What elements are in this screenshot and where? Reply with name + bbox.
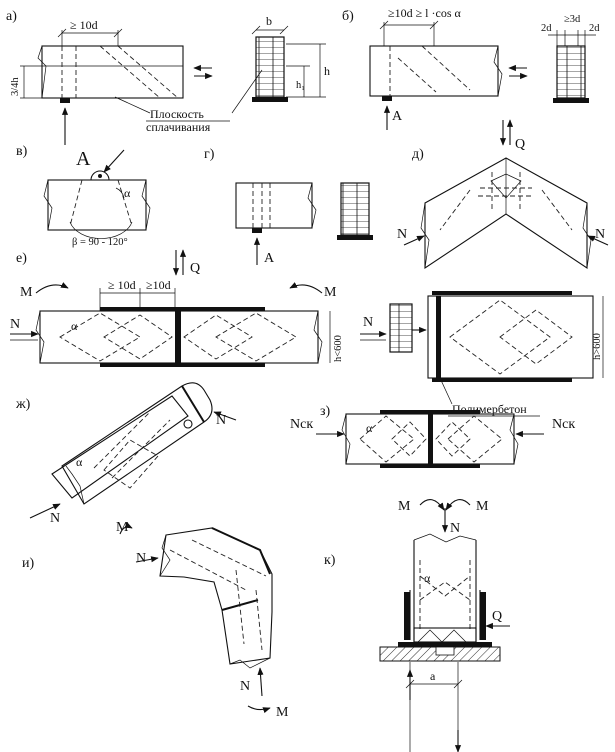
panel-label-v: в) — [16, 144, 28, 159]
alpha-e: α — [71, 319, 78, 333]
N-e-left: N — [10, 317, 20, 332]
M-e-left: M — [20, 285, 33, 300]
panel-v: в) α β = 90 - 120° — [16, 144, 151, 248]
N-d-left: N — [397, 227, 407, 242]
N-e-right: N — [363, 315, 373, 330]
strut-zh — [61, 382, 213, 505]
M-k-left: M — [398, 499, 411, 514]
section-e-small — [389, 303, 413, 353]
panel-d: д) Q N N — [397, 119, 609, 270]
panel-k: к) M M N α Q a — [324, 499, 510, 752]
dim-h-more: h>600 — [592, 333, 603, 360]
Q-k: Q — [492, 609, 502, 624]
panel-z: з) α Nск Nск — [290, 404, 575, 468]
M-i-bottom: M — [276, 705, 289, 720]
dim-h-less: h<600 — [333, 335, 344, 362]
dim-h1: h₁ — [296, 80, 305, 91]
section-b — [556, 45, 586, 99]
beam-b — [369, 45, 499, 97]
column-k — [413, 540, 477, 642]
callout-plane-2: сплачивания — [146, 120, 211, 134]
label-g-support: A — [264, 251, 275, 266]
callout-plane-1: Плоскость — [150, 107, 204, 121]
section-a — [255, 36, 285, 98]
N-i-top: N — [136, 551, 146, 566]
label-a-support: A — [76, 148, 91, 170]
panel-g: г) A — [204, 147, 373, 266]
Q-e: Q — [190, 261, 200, 276]
panel-label-b: б) — [342, 9, 354, 24]
dim-b: b — [266, 14, 272, 28]
label-b-support: A — [392, 109, 403, 124]
dim-10d-e2: ≥10d — [146, 278, 171, 292]
N-d-right: N — [595, 227, 605, 242]
panel-b: б) A ≥10d ≥ l ·cos α 2d ≥3d 2d — [342, 6, 600, 130]
M-i-top: M — [116, 520, 129, 535]
panel-label-a: а) — [6, 9, 17, 24]
alpha-zh: α — [76, 455, 83, 469]
beta-v: β = 90 - 120° — [72, 237, 128, 248]
dim-a-k: a — [430, 669, 436, 683]
dim-lcos: ≥10d ≥ l ·cos α — [388, 6, 461, 20]
panel-a: а) A ≥ 10d 3/4h b — [6, 9, 330, 170]
alpha-z: α — [366, 421, 373, 435]
dim-2d-left: 2d — [541, 23, 552, 34]
beam-a — [41, 45, 184, 99]
beam-v — [47, 179, 147, 231]
panel-label-g: г) — [204, 147, 215, 162]
N-z-left: Nск — [290, 417, 313, 432]
M-k-right: M — [476, 499, 489, 514]
N-k: N — [450, 521, 460, 536]
N-zh-top: N — [216, 413, 226, 428]
beam-g — [235, 182, 313, 229]
dim-34h: 3/4h — [10, 77, 21, 96]
panel-label-z: з) — [320, 404, 331, 419]
panel-zh: ж) α N N — [15, 382, 237, 526]
panel-label-k: к) — [324, 553, 336, 568]
panel-i: и) M N N M — [22, 520, 289, 720]
dim-10d-e1: ≥ 10d — [108, 278, 136, 292]
alpha-k: α — [424, 571, 431, 585]
panel-label-i: и) — [22, 556, 34, 571]
panel-label-e: е) — [16, 251, 27, 266]
dim-10d-a: ≥ 10d — [70, 18, 98, 32]
dim-3d: ≥3d — [564, 14, 581, 25]
panel-e: е) Q M M α ≥ 10d ≥10d N N — [10, 249, 604, 417]
dim-h: h — [324, 64, 330, 78]
section-g — [340, 182, 370, 236]
dim-2d-right: 2d — [589, 23, 600, 34]
N-zh-bottom: N — [50, 511, 60, 526]
alpha-v: α — [124, 186, 131, 200]
panel-label-zh: ж) — [15, 397, 31, 412]
Q-d: Q — [515, 137, 525, 152]
N-i-bottom: N — [240, 679, 250, 694]
M-e-right: M — [324, 285, 337, 300]
panel-label-d: д) — [412, 147, 424, 162]
N-z-right: Nск — [552, 417, 575, 432]
